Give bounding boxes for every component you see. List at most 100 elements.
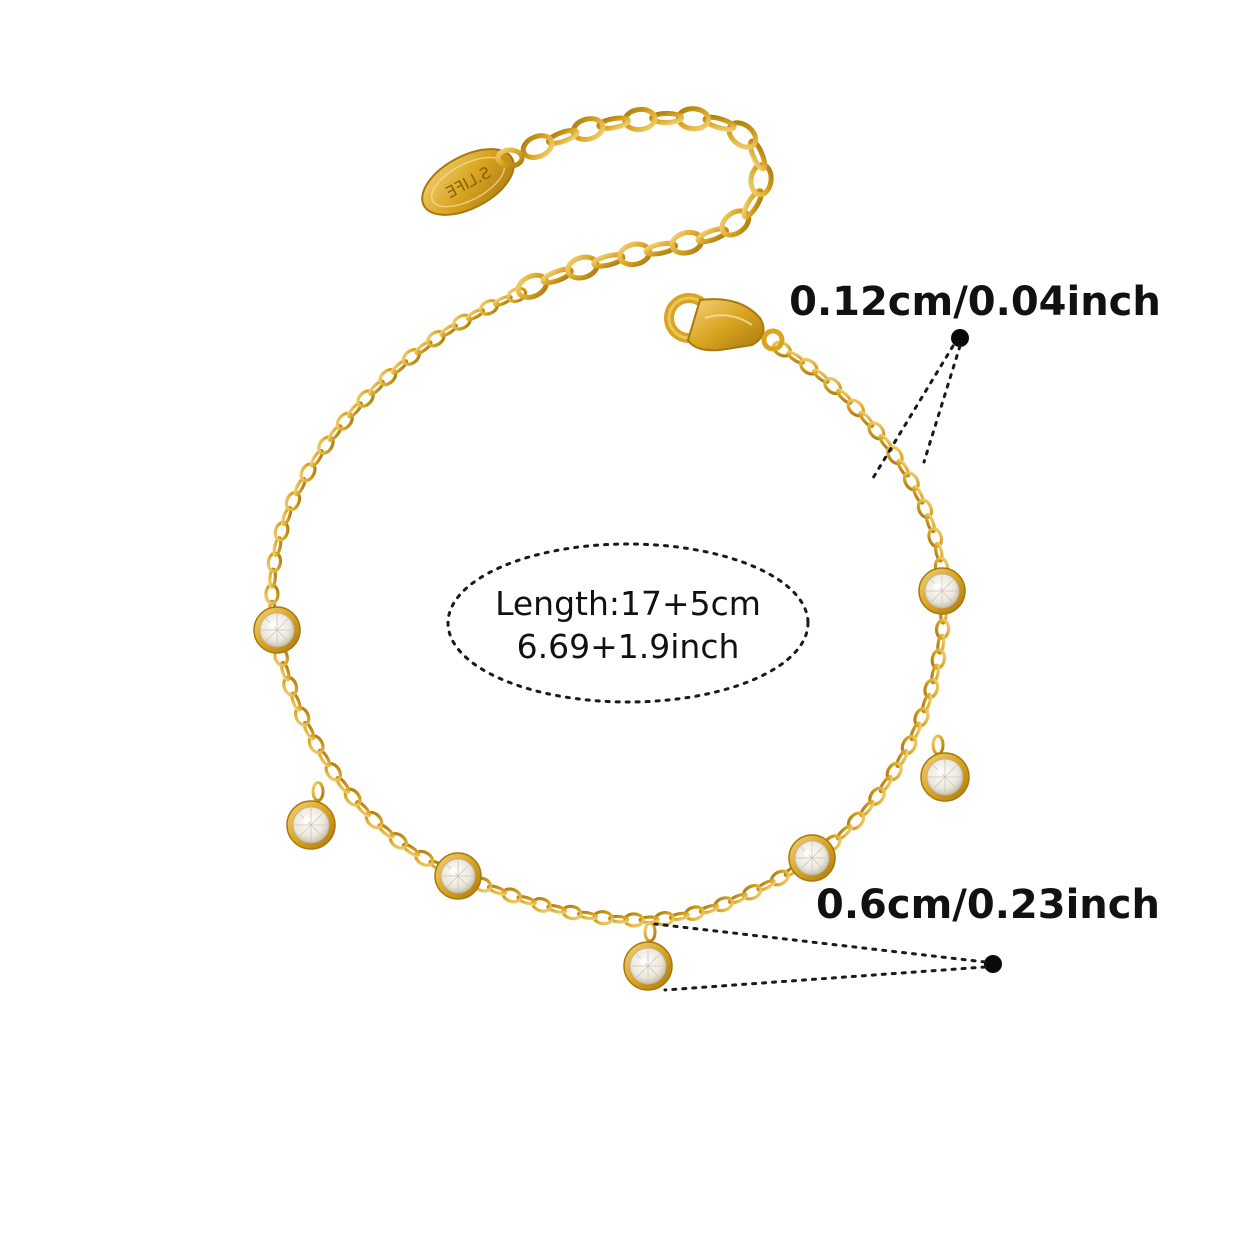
stone-facet (310, 812, 324, 826)
chain-link (913, 707, 930, 728)
zircon-charm (920, 734, 970, 802)
extender-link (570, 116, 606, 143)
extender-link (617, 241, 652, 268)
chain-link (786, 350, 805, 365)
chain-link (343, 787, 362, 807)
stone-highlight (269, 622, 275, 628)
stone-highlight (303, 817, 309, 823)
chain-link (846, 811, 866, 831)
chain-link (912, 485, 925, 505)
lobster-clasp (664, 293, 785, 352)
chain-link (506, 286, 528, 303)
extender-link (591, 252, 626, 269)
chain-link (531, 897, 553, 913)
extender-link (520, 133, 555, 160)
chain-link (799, 357, 819, 376)
chain-link (368, 379, 385, 396)
zircon-charm (286, 781, 336, 850)
chain-link (924, 512, 937, 534)
chain-link (769, 869, 790, 887)
charm-jump-ring (311, 781, 325, 802)
extender-link (649, 111, 685, 126)
zircon-charm (623, 921, 673, 991)
stone-facet (276, 618, 289, 631)
chain-link (516, 895, 537, 906)
chain-link (608, 914, 630, 924)
chain-link (486, 884, 508, 896)
stone-facet (457, 864, 470, 877)
chain-link (309, 448, 324, 468)
stone-facet (635, 965, 649, 979)
length-line-2: 6.69+1.9inch (517, 627, 740, 666)
stone-facet (811, 857, 824, 870)
chain-link (902, 471, 920, 492)
chain-link (414, 340, 433, 355)
callout-dot (984, 955, 1002, 973)
chain-link (272, 536, 283, 557)
chain-link (327, 424, 343, 442)
chain-link (921, 692, 933, 714)
stone-highlight (934, 583, 940, 589)
extender-link (702, 114, 737, 132)
extender-link (596, 115, 631, 131)
stone-highlight (937, 769, 943, 775)
length-ellipse (446, 542, 810, 704)
length-line-1: Length:17+5cm (495, 584, 761, 623)
stone-highlight (640, 958, 646, 964)
stone-highlight (450, 868, 456, 874)
stone-facet (811, 846, 824, 859)
charm-jump-ring (931, 734, 945, 756)
chain-link (878, 774, 894, 794)
stone-facet (944, 776, 958, 790)
chain-link (728, 892, 748, 905)
chain-link (356, 389, 375, 408)
charm-size-label: 0.6cm/0.23inch (816, 882, 1160, 928)
chain-link (378, 367, 398, 387)
chain-link (835, 388, 853, 405)
chain-link (823, 376, 843, 396)
chain-link (335, 411, 354, 431)
stone-highlight (804, 850, 810, 856)
chain-link (896, 458, 911, 478)
chain-link (900, 735, 918, 756)
chain-link (439, 323, 458, 338)
chain-link (478, 299, 500, 316)
chain-link (916, 498, 934, 519)
chain-link (698, 903, 720, 915)
chain-link (885, 761, 903, 782)
chain-link (335, 775, 351, 794)
chain-link (377, 823, 395, 839)
extender-link (747, 138, 768, 172)
chain-link (858, 410, 875, 428)
stone-facet (944, 764, 958, 778)
extender-chain (515, 106, 774, 300)
chain-link (426, 329, 446, 348)
chain-link (401, 842, 421, 858)
extender-link (741, 188, 764, 220)
zircon-charm (788, 834, 836, 882)
stone-facet (932, 776, 946, 790)
chain-link (867, 421, 886, 441)
chain-link (683, 905, 705, 922)
chain-link (282, 675, 299, 697)
stone-facet (457, 875, 470, 888)
stone-facet (276, 629, 289, 642)
chain-link (846, 398, 866, 418)
chain-link (835, 824, 853, 841)
stone-facet (298, 824, 312, 838)
stone-facet (941, 579, 954, 592)
chain-link (414, 849, 435, 867)
chain-link (501, 887, 523, 904)
chain-link (934, 541, 944, 563)
chain-link (934, 618, 951, 640)
chain-link (930, 648, 947, 670)
zircon-charm (434, 852, 482, 900)
chain-link (927, 527, 944, 548)
chain-link (302, 720, 316, 741)
chain-link (668, 911, 690, 922)
extender-link (719, 208, 752, 238)
callout-dot (951, 329, 969, 347)
chain-link (576, 910, 598, 921)
